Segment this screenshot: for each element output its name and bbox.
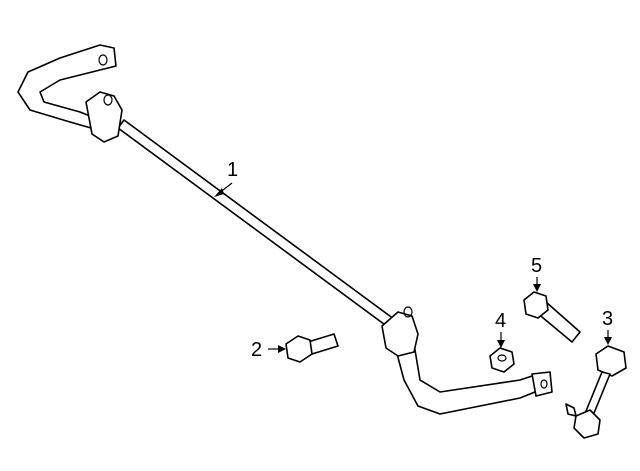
callout-4: 4 xyxy=(495,310,507,332)
bolt-2[interactable] xyxy=(285,333,339,363)
callout-3: 3 xyxy=(602,308,614,330)
leader-arrows xyxy=(214,182,612,353)
nut-4[interactable] xyxy=(489,347,515,373)
callout-5: 5 xyxy=(531,255,543,277)
stabilizer-bar[interactable] xyxy=(17,44,553,415)
callout-1: 1 xyxy=(227,159,239,181)
stabilizer-link-3[interactable] xyxy=(565,345,627,439)
callout-2: 2 xyxy=(251,339,263,361)
bolt-5[interactable] xyxy=(523,291,581,343)
